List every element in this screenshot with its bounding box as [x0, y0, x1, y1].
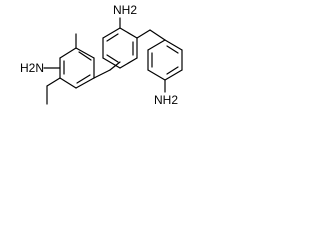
methylene-linker-right: [136, 29, 166, 41]
methylene-linker-left: [93, 61, 121, 79]
structure-diagram: NH2 H2N NH2: [20, 3, 183, 107]
ethyl-group: [46, 77, 61, 105]
left-ring: [59, 47, 95, 89]
amine-left-label: H2N: [20, 61, 44, 75]
amine-top-label: NH2: [113, 3, 137, 17]
right-ring: [147, 39, 183, 81]
middle-ring: [102, 27, 138, 69]
amine-right-label: NH2: [154, 93, 178, 107]
